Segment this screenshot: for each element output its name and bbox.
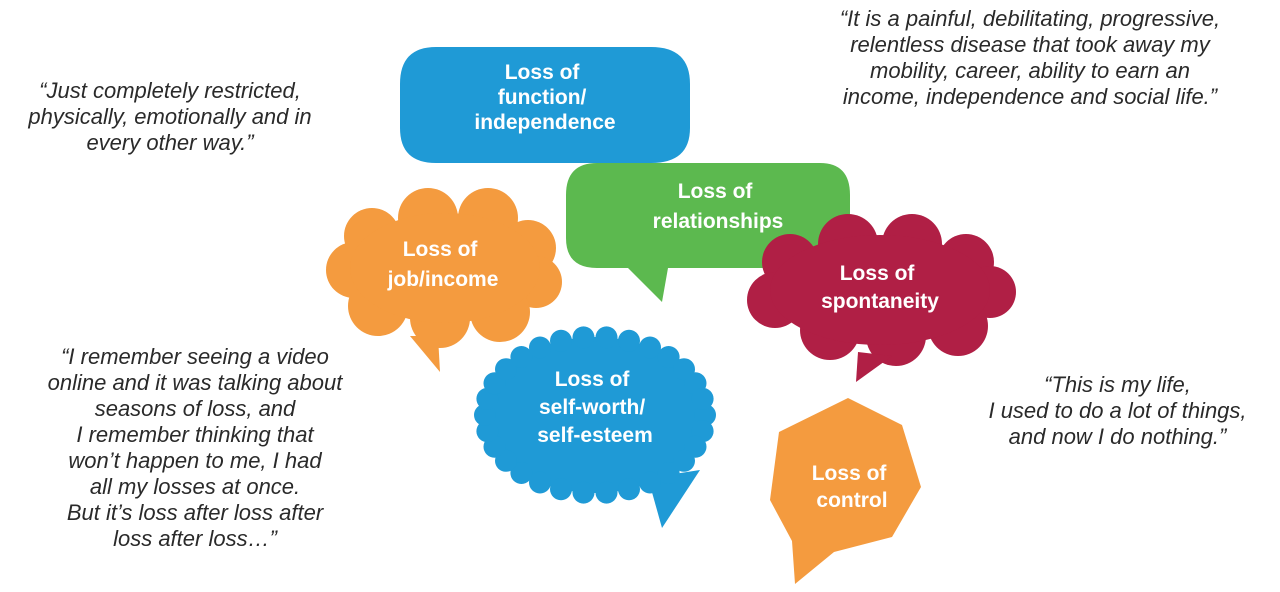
bubble-shape-control: [770, 398, 921, 584]
quote-line: “It is a painful, debilitating, progress…: [839, 6, 1221, 31]
bubble-label-line: spontaneity: [821, 290, 939, 313]
bubble-loss-of-job: Loss of job/income: [326, 188, 562, 372]
bubble-text-job: Loss of job/income: [387, 238, 499, 291]
bubble-label-line: self-worth/: [539, 396, 645, 419]
scallop-edge: [657, 462, 680, 484]
quote-line: online and it was talking about: [47, 370, 343, 395]
bubble-loss-of-spontaneity: Loss of spontaneity: [747, 214, 1016, 382]
bubble-label-line: job/income: [387, 268, 499, 291]
quote-restricted: “Just completely restricted, physically,…: [0, 78, 340, 156]
quote-line: relentless disease that took away my: [850, 32, 1210, 57]
scallop-edge: [572, 326, 595, 349]
scallop-edge: [510, 346, 533, 368]
bubble-label-line: Loss of: [555, 368, 631, 391]
quote-line: “Just completely restricted,: [39, 78, 301, 103]
quote-line: physically, emotionally and in: [28, 104, 312, 129]
bubble-shape-job: [326, 188, 562, 372]
quote-line: won’t happen to me, I had: [68, 448, 322, 473]
bubble-text-function: Loss of function/ independence: [474, 61, 615, 134]
quote-line: I used to do a lot of things,: [988, 398, 1247, 423]
scallop-edge: [639, 336, 661, 359]
scallop-edge: [495, 358, 517, 381]
bubble-text-relationships: Loss of relationships: [653, 180, 784, 233]
quote-seasons-of-loss: “I remember seeing a video online and it…: [15, 344, 375, 552]
quote-line: mobility, career, ability to earn an: [870, 58, 1190, 83]
scallop-edge: [595, 481, 618, 504]
bubble-label-line: independence: [474, 111, 615, 134]
bubble-label-line: Loss of: [678, 180, 754, 203]
quote-line: and now I do nothing.”: [1008, 424, 1227, 449]
scallop-edge: [529, 471, 551, 494]
scallop-edge: [474, 404, 496, 426]
bubble-text-self-worth: Loss of self-worth/ self-esteem: [537, 368, 653, 447]
bubble-label-line: Loss of: [505, 61, 581, 84]
scallop-edge: [639, 471, 661, 494]
scallop-edge: [529, 336, 551, 359]
scallop-edge: [694, 404, 716, 426]
bubble-loss-of-self-worth: Loss of self-worth/ self-esteem: [474, 326, 716, 528]
scallop-edge: [476, 420, 499, 443]
quote-line: “This is my life,: [1044, 372, 1191, 397]
bubble-label-line: Loss of: [403, 238, 479, 261]
scallop-edge: [673, 449, 695, 472]
bubble-loss-of-control: Loss of control: [770, 398, 921, 584]
scallop-edge: [618, 329, 640, 352]
scallop-edge: [618, 478, 640, 501]
quote-line: I remember thinking that: [76, 422, 314, 447]
quote-line: seasons of loss, and: [94, 396, 296, 421]
quote-line: “I remember seeing a video: [61, 344, 329, 369]
scallop-edge: [657, 346, 680, 368]
quote-painful-disease: “It is a painful, debilitating, progress…: [800, 6, 1260, 110]
quote-line: every other way.”: [86, 130, 254, 155]
bubble-shape-self-worth: [474, 326, 716, 528]
scallop-edge: [572, 481, 595, 504]
bubble-shape-spontaneity: [747, 214, 1016, 382]
quote-line: loss after loss…”: [113, 526, 277, 551]
bubble-label-line: self-esteem: [537, 424, 653, 447]
scallop-edge: [550, 478, 572, 501]
scallop-edge: [595, 326, 618, 349]
bubble-shape-function: [400, 47, 690, 197]
quote-line: income, independence and social life.”: [842, 84, 1218, 109]
bubble-label-line: function/: [498, 86, 587, 109]
scallop-edge: [510, 462, 533, 484]
scallop-edge: [550, 329, 572, 352]
bubble-text-spontaneity: Loss of spontaneity: [821, 262, 939, 313]
bubble-loss-of-function: Loss of function/ independence: [400, 47, 690, 197]
quote-this-is-my-life: “This is my life, I used to do a lot of …: [965, 372, 1270, 450]
bubble-text-control: Loss of control: [812, 462, 893, 512]
scallop-edge: [691, 387, 714, 410]
quote-line: But it’s loss after loss after: [66, 500, 324, 525]
bubble-label-line: relationships: [653, 210, 784, 233]
bubble-label-line: Loss of: [812, 462, 888, 485]
quote-line: all my losses at once.: [89, 474, 301, 499]
bubble-label-line: Loss of: [840, 262, 916, 285]
bubble-label-line: control: [816, 489, 887, 512]
